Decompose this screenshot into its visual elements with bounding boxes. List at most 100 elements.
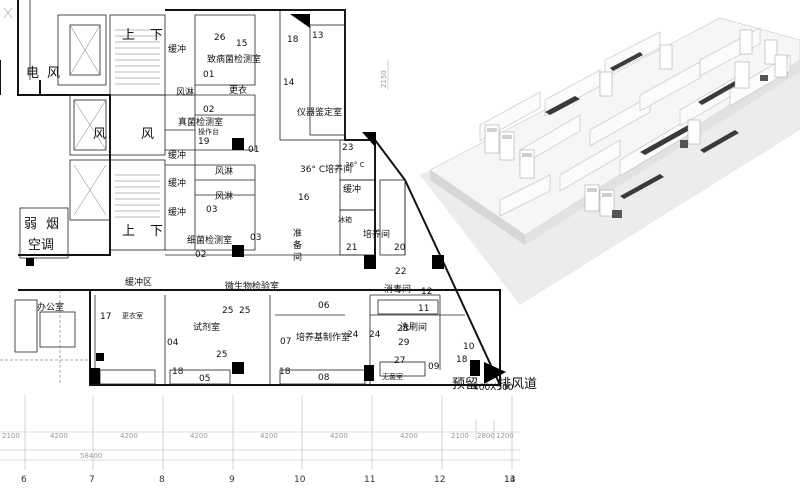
- dim-total: 58400: [80, 452, 102, 460]
- dim-right: 2150: [380, 70, 388, 88]
- label-fungi-note: 操作台: [198, 127, 219, 136]
- dim-label: 4200: [120, 432, 138, 440]
- dim-label: 2100: [2, 432, 20, 440]
- label-small-36: 36° C: [345, 161, 365, 169]
- label-culture-36: 36° C培养间: [300, 163, 352, 175]
- dim-label: 2100: [451, 432, 469, 440]
- label-down-2: 下: [150, 224, 163, 239]
- dim-label: 4200: [260, 432, 278, 440]
- label-wind-3: 风: [141, 127, 154, 142]
- equip-num: 28: [397, 324, 409, 334]
- equip-num: 29: [398, 338, 410, 348]
- dim-label: 4200: [330, 432, 348, 440]
- equip-num: 27: [394, 356, 405, 366]
- label-prep-top: 准: [293, 228, 302, 239]
- equip-num: 11: [418, 304, 429, 314]
- dim-label: 4200: [190, 432, 208, 440]
- label-aircon: 空调: [28, 238, 54, 253]
- equip-num: 19: [198, 137, 210, 147]
- label-prep-mid: 备: [293, 239, 302, 251]
- label-changing-top: 更衣: [229, 84, 247, 96]
- label-bact-lab: 细菌检测室: [187, 234, 232, 246]
- label-air-shower-3: 风淋: [215, 190, 233, 202]
- label-buffer-2: 缓冲: [168, 149, 186, 161]
- label-prep-bot: 间: [293, 251, 302, 263]
- label-buffer-zone: 缓冲区: [125, 276, 152, 288]
- label-buffer-1: 缓冲: [168, 43, 186, 55]
- label-up-1: 上: [122, 28, 135, 43]
- axis-label-last: 14: [504, 475, 516, 485]
- equip-num: 12: [421, 287, 432, 297]
- axis-label: 10: [294, 475, 306, 485]
- equip-num: 16: [298, 193, 310, 203]
- equip-num: 03: [206, 205, 217, 215]
- equip-num: 18: [172, 367, 184, 377]
- room-labels: 致病菌检测室 真菌检测室 操作台 细菌检测室 仪器鉴定室 36° C培养间 36…: [24, 28, 537, 393]
- label-exhaust: 排风道: [498, 377, 537, 392]
- axis-label: 12: [434, 475, 445, 485]
- axis-label: 6: [21, 475, 27, 485]
- equip-num: 14: [283, 78, 295, 88]
- equip-num: 25: [222, 306, 233, 316]
- label-bacteria-lab: 致病菌检测室: [207, 53, 261, 65]
- label-sterile: 无菌室: [382, 372, 403, 381]
- equip-num: 18: [279, 367, 291, 377]
- label-media-room: 培养基制作室: [296, 331, 350, 343]
- equip-num: 20: [394, 243, 406, 253]
- equip-num: 01: [248, 145, 259, 155]
- dim-label: 2800: [477, 432, 495, 440]
- equip-num: 17: [100, 312, 111, 322]
- label-buffer-4: 缓冲: [168, 206, 186, 218]
- label-down-1: 下: [150, 28, 163, 43]
- equip-num: 15: [236, 39, 247, 49]
- structural-columns: [26, 14, 506, 384]
- label-buffer-5: 缓冲: [343, 183, 361, 195]
- label-air-shower-1: 风淋: [176, 86, 194, 98]
- axis-label: 11: [364, 475, 375, 485]
- equip-num: 18: [287, 35, 299, 45]
- dimension-grid: 2100 4200 4200 4200 4200 4200 4200 2100 …: [0, 60, 520, 485]
- label-disinfect: 消毒间: [384, 283, 411, 295]
- axis-label: 9: [229, 475, 235, 485]
- equip-num: 09: [428, 362, 440, 372]
- equip-num: 05: [199, 374, 210, 384]
- label-changing: 更衣室: [122, 311, 143, 320]
- equip-num: 08: [318, 373, 330, 383]
- label-fungi-lab: 真菌检测室: [178, 116, 223, 128]
- label-wind: 风: [47, 66, 60, 81]
- dim-label: 4200: [400, 432, 418, 440]
- equip-num: 25: [216, 350, 227, 360]
- label-reserve: 预留: [452, 377, 478, 392]
- equip-num: 22: [395, 267, 406, 277]
- label-culture-room: 培养间: [363, 228, 390, 240]
- equip-num: 21: [346, 243, 357, 253]
- equip-num: 24: [369, 330, 381, 340]
- label-duct: 400X500: [473, 383, 514, 393]
- equip-num: 07: [280, 337, 291, 347]
- axis-label: 13: [504, 475, 515, 485]
- plan-drawing: [0, 0, 506, 386]
- equip-num: 13: [312, 31, 323, 41]
- equip-num: 04: [167, 338, 179, 348]
- isometric-rendering: [420, 17, 800, 305]
- label-wind-2: 风: [93, 127, 106, 142]
- label-up-2: 上: [122, 224, 135, 239]
- label-buffer-3: 缓冲: [168, 177, 186, 189]
- equipment-numbers: 26 15 01 02 19 01 03 02 03 13 14 18 23 1…: [100, 31, 475, 384]
- label-test-room: 试剂室: [193, 321, 220, 333]
- label-fridge: 冰箱: [338, 215, 352, 224]
- label-office: 办公室: [37, 301, 64, 313]
- equip-num: 02: [203, 105, 214, 115]
- equip-num: 06: [318, 301, 330, 311]
- equip-num: 02: [195, 250, 206, 260]
- equip-num: 01: [203, 70, 214, 80]
- label-wash: 洗刷间: [400, 321, 427, 333]
- equip-num: 24: [347, 330, 359, 340]
- label-micro-lab: 微生物检验室: [225, 280, 279, 292]
- equip-num: 10: [463, 342, 475, 352]
- equip-num: 18: [456, 355, 468, 365]
- dim-label: 1200: [496, 432, 514, 440]
- equip-num: 25: [239, 306, 250, 316]
- equip-num: 26: [214, 33, 226, 43]
